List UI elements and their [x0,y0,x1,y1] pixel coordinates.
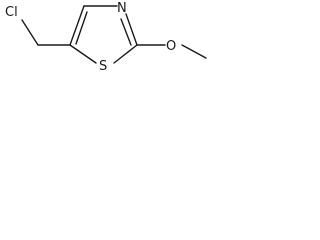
bond-c5-c4 [69,5,85,46]
bond-o-ch3 [181,44,207,59]
atom-label-nitrogen: N [117,1,127,16]
bond-n3-c2-inner [120,18,132,46]
bond-s1-c5 [69,44,97,64]
bond-cl-ch2 [21,19,39,46]
bond-c2-s1 [113,44,138,64]
atom-label-oxygen: O [166,39,176,54]
bond-c5-c4-inner [75,11,88,45]
atom-label-sulfur: S [99,59,107,74]
bond-n3-c2 [125,13,138,46]
atom-label-chlorine: Cl [5,5,18,20]
chemical-structure-diagram: Cl N S O [5,1,207,74]
